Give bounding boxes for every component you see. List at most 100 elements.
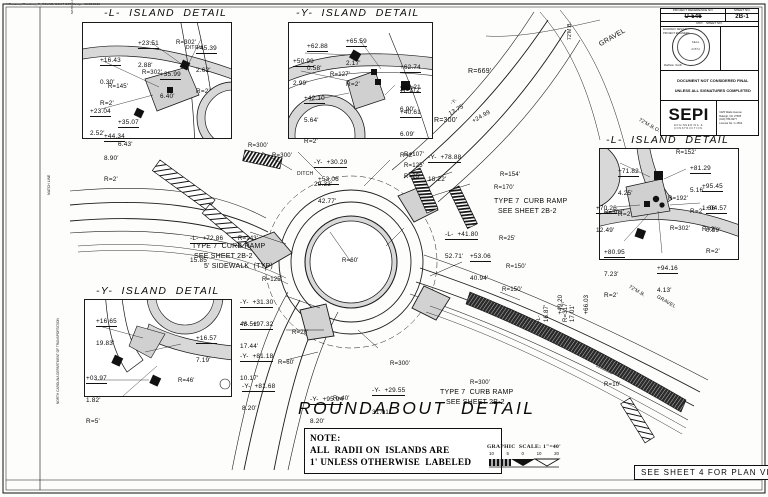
detail-callout: +23.04 2.52' bbox=[90, 107, 111, 137]
project-reference-value: U-546 bbox=[661, 13, 727, 22]
plan-radius-label: R=125' bbox=[262, 277, 283, 283]
detail-callout: +50.99 2.99' bbox=[293, 57, 314, 87]
plan-radius-label: R=40' bbox=[333, 396, 350, 402]
plan-station-label: -L- bbox=[536, 315, 542, 322]
detail-radius-label: R=145' bbox=[108, 84, 129, 90]
detail-callout: +70.26 12.49' bbox=[596, 204, 617, 234]
plan-station-unit: 17.01' bbox=[570, 304, 576, 322]
detail-radius-label: R=46' bbox=[178, 378, 195, 384]
detail-box-y-top-mid bbox=[288, 22, 433, 139]
graphic-scale: GRAPHIC SCALE: 1"=40' 10 5 0 10 20 bbox=[487, 444, 561, 474]
plan-ditch-label: DITCH bbox=[297, 171, 314, 177]
plan-station-callout: -Y- +95.94 8.20' bbox=[310, 395, 344, 425]
note-line-1: NOTE: bbox=[310, 433, 341, 443]
detail-callout: +35.07 6.43' bbox=[118, 118, 139, 148]
graphic-scale-ticks: 10 5 0 10 20 bbox=[487, 450, 561, 456]
plan-radius-label: R=10' bbox=[604, 382, 621, 388]
detail-callout: +45.39 2.62' R=2' bbox=[196, 44, 217, 95]
title-block-value-row: U-546 2B-1 bbox=[661, 13, 758, 23]
plan-radius-label: R=125' bbox=[404, 163, 425, 169]
plan-radius-label: R=20' bbox=[292, 330, 309, 336]
plan-radius-label: R=150' bbox=[506, 264, 527, 270]
center-radius-label: R=60' bbox=[342, 258, 359, 264]
detail-title-l-right: -L- ISLAND DETAIL bbox=[606, 134, 730, 146]
detail-radius-label: R=152' bbox=[676, 150, 697, 156]
plan-view-reference[interactable]: SEE SHEET 4 FOR PLAN VIEW bbox=[634, 465, 768, 480]
firm-address: 1025 Wade Avenue Raleigh, NC 27605 (919)… bbox=[717, 101, 758, 135]
detail-callout: +81.29 5.16' R=2' bbox=[690, 164, 711, 215]
seal-box: ROADWAY DESIGN PROJECT ENGINEER SEAL 215… bbox=[661, 27, 722, 70]
signature-disclaimer: DOCUMENT NOT CONSIDERED FINAL UNLESS ALL… bbox=[661, 71, 758, 101]
curb-ramp-note: TYPE 7 CURB RAMP bbox=[494, 198, 568, 205]
sheet-no-value: 2B-1 bbox=[735, 13, 750, 20]
detail-callout: +35.99 6.40' bbox=[160, 70, 181, 100]
plan-radius-label: R=25' bbox=[499, 236, 516, 242]
match-line-label: MATCH LINE bbox=[47, 174, 51, 195]
detail-radius-label: R=302' bbox=[670, 226, 691, 232]
detail-callout: +16.57 7.19' bbox=[196, 334, 217, 364]
detail-radius-label: R=302' bbox=[176, 40, 197, 46]
file-path-stamp: I:\Roadway\Roadway_R_ROUNDABOUT-DETAIL.d… bbox=[6, 2, 100, 6]
note-line-3: 1' UNLESS OTHERWISE LABELED bbox=[310, 457, 472, 468]
sepi-wordmark: SEPI bbox=[668, 104, 709, 124]
address-line-1: 1025 Wade Avenue bbox=[719, 111, 742, 114]
plan-radius-label: R=300' bbox=[470, 380, 491, 386]
firm-logo-row: SEPI ENGINEERING & CONSTRUCTION 1025 Wad… bbox=[661, 101, 758, 135]
scale-tick: 20 bbox=[554, 451, 559, 456]
scale-tick: 0 bbox=[521, 451, 524, 456]
detail-title-y-bottom-left: -Y- ISLAND DETAIL bbox=[96, 285, 220, 297]
match-line-label-top: MATCH LINE bbox=[70, 0, 74, 14]
plan-radius-label: R=60' bbox=[278, 360, 295, 366]
plan-station-callout: -Y- +81.18 10.17' bbox=[240, 352, 274, 382]
address-line-2: Raleigh, NC 27605 bbox=[719, 114, 742, 118]
plan-radius-label: R=300' bbox=[272, 153, 293, 159]
detail-callout: +62.74 2.17' bbox=[400, 63, 421, 93]
plan-station-callout: -Y- +81.68 8.20' bbox=[242, 382, 276, 412]
plan-station-unit: 16.87' bbox=[544, 304, 550, 322]
sheet-no-header: SHEET NO. bbox=[733, 9, 751, 12]
detail-callout: +94.16 4.13' bbox=[657, 264, 678, 294]
curb-ramp-note: TYPE 7 CURB RAMP bbox=[440, 389, 514, 396]
plan-radius-label: R=300' bbox=[248, 143, 269, 149]
detail-radius-label: R=192' bbox=[668, 196, 689, 202]
note-line-2: ALL RADII ON ISLANDS ARE bbox=[310, 445, 450, 456]
curb-ramp-note: SEE SHEET 2B-2 bbox=[194, 253, 253, 260]
project-reference-header: PROJECT REFERENCE NO. bbox=[661, 9, 727, 13]
plan-station-callout: -Y- +97.32 17.44' bbox=[240, 320, 274, 350]
address-line-3: (919) 789-9977 bbox=[719, 118, 737, 121]
tbm-label: 72'M.B. bbox=[567, 21, 573, 40]
seal-area: ROADWAY DESIGN PROJECT ENGINEER SEAL 215… bbox=[661, 27, 758, 71]
detail-callout: +16.43 0.30' R=2' bbox=[100, 56, 121, 107]
detail-callout: +50.21 6.90' bbox=[400, 83, 421, 113]
seal-word: SEAL bbox=[691, 40, 700, 45]
plan-radius-label: R=154' bbox=[500, 172, 521, 178]
disclaimer-line-1: DOCUMENT NOT CONSIDERED FINAL bbox=[677, 77, 749, 83]
detail-radius-label: R=302' bbox=[142, 70, 163, 76]
detail-title-y-top-mid: -Y- ISLAND DETAIL bbox=[296, 7, 420, 19]
detail-box-y-bottom-left bbox=[84, 299, 232, 397]
detail-title-l-top-left: -L- ISLAND DETAIL bbox=[104, 7, 228, 19]
seal-right-blank bbox=[721, 27, 758, 69]
detail-callout: +42.10 5.64' R=2' bbox=[304, 94, 325, 145]
seal-signature: Matthew Smith bbox=[664, 64, 682, 68]
detail-callout: +71.82 4.25' R=2' bbox=[618, 167, 639, 218]
scale-tick: 5 bbox=[506, 451, 509, 456]
detail-callout: +16.65 19.83' bbox=[96, 317, 117, 347]
plan-station-callout: +53.06 40.94' bbox=[470, 252, 491, 282]
plan-radius-label: R=300' bbox=[434, 117, 458, 124]
note-block: NOTE: ALL RADII ON ISLANDS ARE 1' UNLESS… bbox=[304, 428, 502, 474]
detail-callout: +65.59 2.17' R=2' bbox=[346, 37, 367, 88]
detail-box-l-top-left bbox=[82, 22, 232, 139]
plan-radius-label: R=170' bbox=[494, 185, 515, 191]
rdy-sheet-no-label: RDY. SHEET NO. bbox=[696, 22, 723, 26]
plan-radius-label: R=300' bbox=[390, 361, 411, 367]
plan-radius-label: R=669' bbox=[468, 68, 492, 75]
plan-station-callout: -Y- +29.55 31.01' bbox=[372, 386, 406, 416]
plan-station-callout: +53.06 42.77' bbox=[318, 175, 339, 205]
plan-station-callout: -Y- +78.88 18.22' bbox=[428, 153, 462, 183]
plan-radius-label: R=150' bbox=[502, 287, 523, 293]
plan-radius-label: R=107' bbox=[404, 152, 425, 158]
detail-callout: +03.97 1.82' R=5' bbox=[86, 374, 107, 425]
